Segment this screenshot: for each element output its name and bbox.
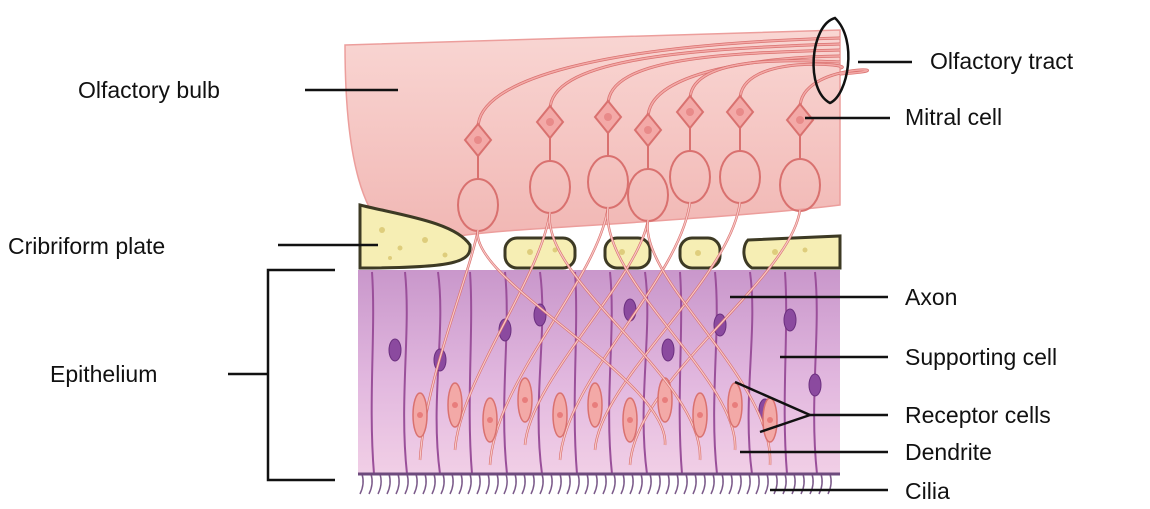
cilium <box>693 474 696 494</box>
nucleus <box>809 374 821 396</box>
cilium <box>621 474 624 494</box>
cilium <box>540 474 543 494</box>
cilium <box>414 474 417 494</box>
axon-label: Axon <box>905 286 957 309</box>
supporting-cell-label: Supporting cell <box>905 346 1057 369</box>
cilia-fringe <box>358 474 840 494</box>
receptor-cell-nucleus <box>487 417 493 423</box>
nucleus <box>784 309 796 331</box>
cilium <box>666 474 669 494</box>
cilium <box>576 474 579 494</box>
nucleus <box>624 299 636 321</box>
olfactory-tract-label: Olfactory tract <box>930 50 1073 73</box>
cilium <box>477 474 480 494</box>
mitral-cell-label: Mitral cell <box>905 106 1002 129</box>
cilium <box>675 474 678 494</box>
cilium <box>378 474 381 494</box>
cilium <box>612 474 615 494</box>
cilium <box>432 474 435 494</box>
receptor-cell-nucleus <box>592 402 598 408</box>
receptor-cell-nucleus <box>627 417 633 423</box>
cilium <box>441 474 444 494</box>
cilium <box>423 474 426 494</box>
mitral-cell-nucleus <box>546 118 554 126</box>
cilium <box>531 474 534 494</box>
dendrite-label: Dendrite <box>905 441 992 464</box>
cilium <box>702 474 705 494</box>
mitral-cell-nucleus <box>686 108 694 116</box>
cilium <box>513 474 516 494</box>
mitral-cell-nucleus <box>644 126 652 134</box>
cilium <box>756 474 759 494</box>
cilium <box>648 474 651 494</box>
cilium <box>450 474 453 494</box>
cilium <box>720 474 723 494</box>
epithelium-label: Epithelium <box>50 363 157 386</box>
cilium <box>396 474 399 494</box>
cilium <box>567 474 570 494</box>
cilium <box>360 474 363 494</box>
cilium <box>765 474 768 494</box>
cilium <box>729 474 732 494</box>
receptor-cell-nucleus <box>557 412 563 418</box>
receptor-cell-nucleus <box>452 402 458 408</box>
cilium <box>639 474 642 494</box>
receptor-cell-nucleus <box>697 412 703 418</box>
cilium <box>603 474 606 494</box>
cilium <box>630 474 633 494</box>
cilium <box>747 474 750 494</box>
receptor-cell-nucleus <box>767 417 773 423</box>
mitral-cell-nucleus <box>604 113 612 121</box>
cilium <box>594 474 597 494</box>
epithelium-bracket <box>268 270 335 480</box>
nucleus <box>389 339 401 361</box>
olfactory-bulb-label: Olfactory bulb <box>78 79 220 102</box>
receptor-cell-nucleus <box>732 402 738 408</box>
receptor-cell-nucleus <box>417 412 423 418</box>
cilium <box>387 474 390 494</box>
cilium <box>684 474 687 494</box>
receptor-cell-nucleus <box>522 397 528 403</box>
mitral-cell-nucleus <box>796 116 804 124</box>
receptor-cells-label: Receptor cells <box>905 404 1051 427</box>
cilium <box>486 474 489 494</box>
cilium <box>657 474 660 494</box>
cilium <box>405 474 408 494</box>
mitral-cell-nucleus <box>474 136 482 144</box>
cilium <box>468 474 471 494</box>
cilium <box>522 474 525 494</box>
cribriform-plate-label: Cribriform plate <box>8 235 165 258</box>
cilium <box>558 474 561 494</box>
cilium <box>711 474 714 494</box>
cilium <box>549 474 552 494</box>
cilia-label: Cilia <box>905 480 950 503</box>
cilium <box>504 474 507 494</box>
cilium <box>495 474 498 494</box>
cilium <box>369 474 372 494</box>
cilium <box>585 474 588 494</box>
cilium <box>459 474 462 494</box>
mitral-cell-nucleus <box>736 108 744 116</box>
nucleus <box>662 339 674 361</box>
receptor-cell-nucleus <box>662 397 668 403</box>
cilium <box>738 474 741 494</box>
